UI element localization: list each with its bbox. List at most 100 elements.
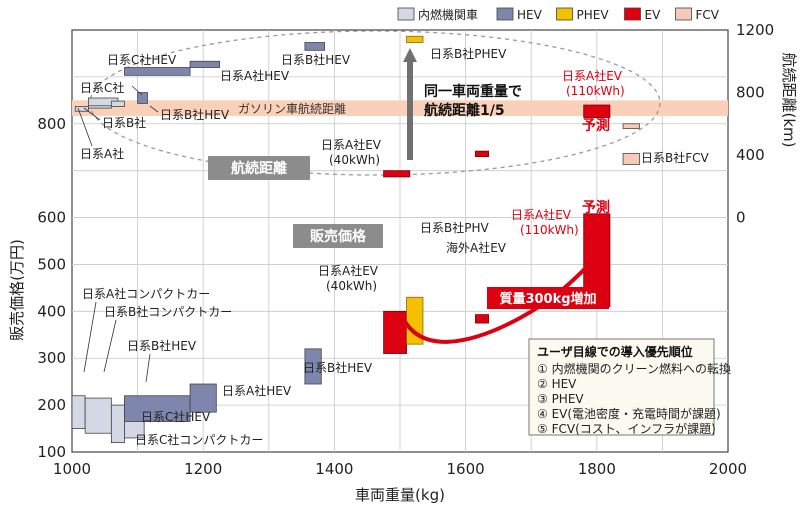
gasoline-band-rect <box>72 100 728 116</box>
forecast-label-price: 予測 <box>582 199 610 216</box>
label-c-hev-top: 日系C社HEV <box>107 52 177 67</box>
label-b-hev-low: 日系B社HEV <box>127 338 197 353</box>
legend-swatch-ice <box>397 7 415 21</box>
y-right-tick-label: 0 <box>736 209 746 227</box>
price-bar-hev-7 <box>304 348 322 385</box>
y-left-tick-label: 600 <box>37 209 66 227</box>
range-group-tag-text: 航続距離 <box>231 160 287 177</box>
priority-item-3: ③ PHEV <box>537 392 584 406</box>
label-b-hev-mid: 日系B社HEV <box>303 360 373 375</box>
price-group-tag: 販売価格 <box>293 224 383 248</box>
y-right-tick-label: 1200 <box>736 21 774 39</box>
x-tick-label: 1400 <box>315 460 353 478</box>
range-bar-ev-10 <box>475 150 489 157</box>
label-ev110-price-l1: 日系A社EV <box>511 207 572 222</box>
legend: 内燃機関車 HEV PHEV EV FCV <box>397 7 720 22</box>
label-overseas-ev: 海外A社EV <box>446 240 507 255</box>
weight-increase-text: 質量300kg増加 <box>499 291 596 307</box>
range-bar-phev-8 <box>406 35 424 43</box>
range-bar-ev-11 <box>583 104 611 118</box>
price-bar-ice-1 <box>84 397 112 434</box>
data-bars <box>71 35 640 444</box>
label-ev110-range-l1: 日系A社EV <box>562 68 623 83</box>
axis-ticks: 1000 1200 1400 1600 1800 2000 100 200 300 400 500 6… <box>37 21 774 478</box>
range-bar-hev-7 <box>304 42 325 51</box>
range-bar-fcv-12 <box>622 123 640 129</box>
range-bar-ice-0 <box>74 106 89 112</box>
gasoline-range-band: ガソリン車航続距離 <box>72 100 728 116</box>
priority-item-5: ⑤ FCV(コスト、インフラが課題) <box>537 421 716 436</box>
range-group-tag: 航続距離 <box>208 156 310 180</box>
label-b-top: 日系B社 <box>102 115 146 130</box>
label-c-top: 日系C社 <box>80 80 124 95</box>
y-left-tick-label: 300 <box>37 349 66 367</box>
y-right-axis-title: 航続距離(km) <box>780 52 798 147</box>
x-axis-title: 車両重量(kg) <box>355 486 445 504</box>
price-bar-hev-5 <box>124 395 191 422</box>
forecast-label-range: 予測 <box>582 117 610 134</box>
legend-label-ice: 内燃機関車 <box>418 7 478 22</box>
range-bar-fcv-13 <box>622 153 640 165</box>
same-weight-note-line2: 航続距離1/5 <box>424 102 505 119</box>
legend-swatch-phev <box>556 7 573 21</box>
priority-item-1: ① 内燃機関のクリーン燃料への転換 <box>537 361 731 376</box>
legend-swatch-hev <box>496 7 514 21</box>
label-ev40-price-l1: 日系A社EV <box>318 263 379 278</box>
price-bar-ice-2 <box>110 404 125 444</box>
y-left-axis-title: 販売価格(万円) <box>8 239 26 341</box>
label-ev110-price-l2: (110kWh) <box>520 223 579 237</box>
label-b-phev: 日系B社PHEV <box>430 46 507 61</box>
label-ev40-range-l2: (40kWh) <box>329 153 380 167</box>
label-b-hev-top1: 日系B社HEV <box>281 52 351 67</box>
label-a-hev-low: 日系A社HEV <box>222 383 292 398</box>
label-a-top: 日系A社 <box>80 146 124 161</box>
range-bar-hev-5 <box>124 67 191 76</box>
price-group-tag-text: 販売価格 <box>310 228 367 245</box>
label-c-hev-low: 日系C社HEV <box>141 409 211 424</box>
y-right-tick-label: 400 <box>736 146 765 164</box>
x-tick-label: 1000 <box>53 460 91 478</box>
legend-label-phev: PHEV <box>577 8 610 22</box>
gray-arrow <box>403 48 417 160</box>
y-left-tick-label: 200 <box>37 396 66 414</box>
range-bar-ice-3 <box>110 100 125 107</box>
weight-increase-tag: 質量300kg増加 <box>487 287 609 309</box>
label-a-compact: 日系A社コンパクトカー <box>82 286 210 301</box>
legend-swatch-fcv <box>675 7 692 21</box>
label-b-fcv: 日系B社FCV <box>641 150 710 165</box>
legend-label-hev: HEV <box>517 8 543 22</box>
priority-item-2: ② HEV <box>537 377 577 391</box>
priority-item-4: ④ EV(電池密度・充電時間が課題) <box>537 406 721 421</box>
same-weight-note-line1: 同一車両重量で <box>424 83 522 100</box>
red-curved-arrow <box>400 259 595 344</box>
range-bar-hev-6 <box>189 60 221 68</box>
y-left-tick-label: 800 <box>37 115 66 133</box>
x-tick-label: 1600 <box>447 460 485 478</box>
x-tick-label: 1200 <box>184 460 222 478</box>
label-b-compact: 日系B社コンパクトカー <box>104 304 232 319</box>
price-bar-ice-0 <box>71 395 86 429</box>
gasoline-band-label: ガソリン車航続距離 <box>238 101 346 116</box>
y-left-tick-label: 100 <box>37 443 66 461</box>
label-b-phv: 日系B社PHV <box>420 220 489 235</box>
priority-box-title: ユーザ目線での導入優先順位 <box>537 344 693 359</box>
priority-box: ユーザ目線での導入優先順位 ① 内燃機関のクリーン燃料への転換 ② HEV ③ … <box>528 338 731 436</box>
label-a-hev-top: 日系A社HEV <box>220 68 290 83</box>
x-tick-label: 1800 <box>578 460 616 478</box>
range-bar-hev-4 <box>137 92 148 104</box>
x-tick-label: 2000 <box>709 460 747 478</box>
y-left-tick-label: 400 <box>37 302 66 320</box>
price-bar-ev-10 <box>475 314 489 324</box>
legend-swatch-ev <box>624 7 641 21</box>
price-bar-hev-6 <box>189 383 217 413</box>
legend-label-fcv: FCV <box>696 8 720 22</box>
label-ev110-range-l2: (110kWh) <box>566 84 625 98</box>
y-left-tick-label: 500 <box>37 255 66 273</box>
range-bar-ev-9 <box>383 170 411 178</box>
y-right-tick-label: 800 <box>736 84 765 102</box>
label-b-hev-top2: 日系B社HEV <box>160 107 230 122</box>
legend-label-ev: EV <box>645 8 662 22</box>
label-ev40-price-l2: (40kWh) <box>326 279 377 293</box>
label-c-compact: 日系C社コンパクトカー <box>135 432 263 447</box>
